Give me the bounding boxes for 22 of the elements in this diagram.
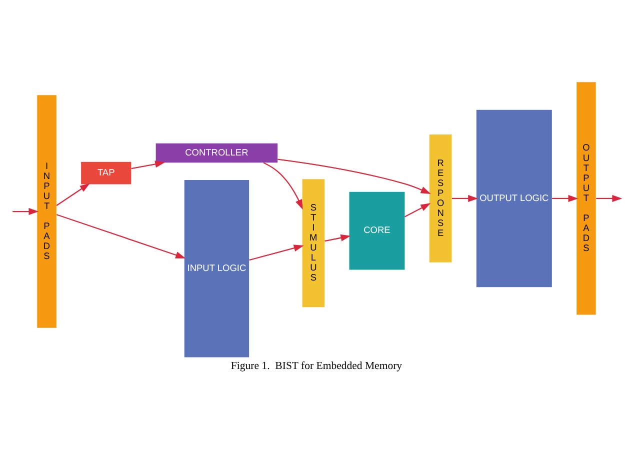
arrow	[596, 194, 622, 202]
arrow	[552, 194, 578, 202]
arrow	[404, 203, 431, 218]
arrow	[278, 158, 431, 194]
node-box: CORE	[349, 192, 405, 270]
node-box: TAP	[81, 162, 132, 184]
caption: Figure 1. BIST for Embedded Memory	[230, 360, 402, 372]
node-box: INPUT PADS	[37, 95, 56, 328]
arrow	[131, 160, 166, 170]
arrow	[56, 183, 90, 206]
node-box: OUTPUT PADS	[576, 82, 596, 315]
arrow	[452, 194, 478, 202]
arrow	[324, 234, 351, 242]
arrow	[12, 208, 39, 216]
arrow	[56, 214, 186, 258]
node-box: CONTROLLER	[156, 143, 278, 163]
node-box: STIMULUS	[302, 179, 325, 308]
node-box: OUTPUT LOGIC	[476, 110, 552, 288]
node-box: INPUT LOGIC	[184, 180, 250, 358]
arrow	[263, 162, 303, 210]
node-box: RESPONSE	[429, 134, 452, 262]
arrow	[249, 244, 304, 261]
